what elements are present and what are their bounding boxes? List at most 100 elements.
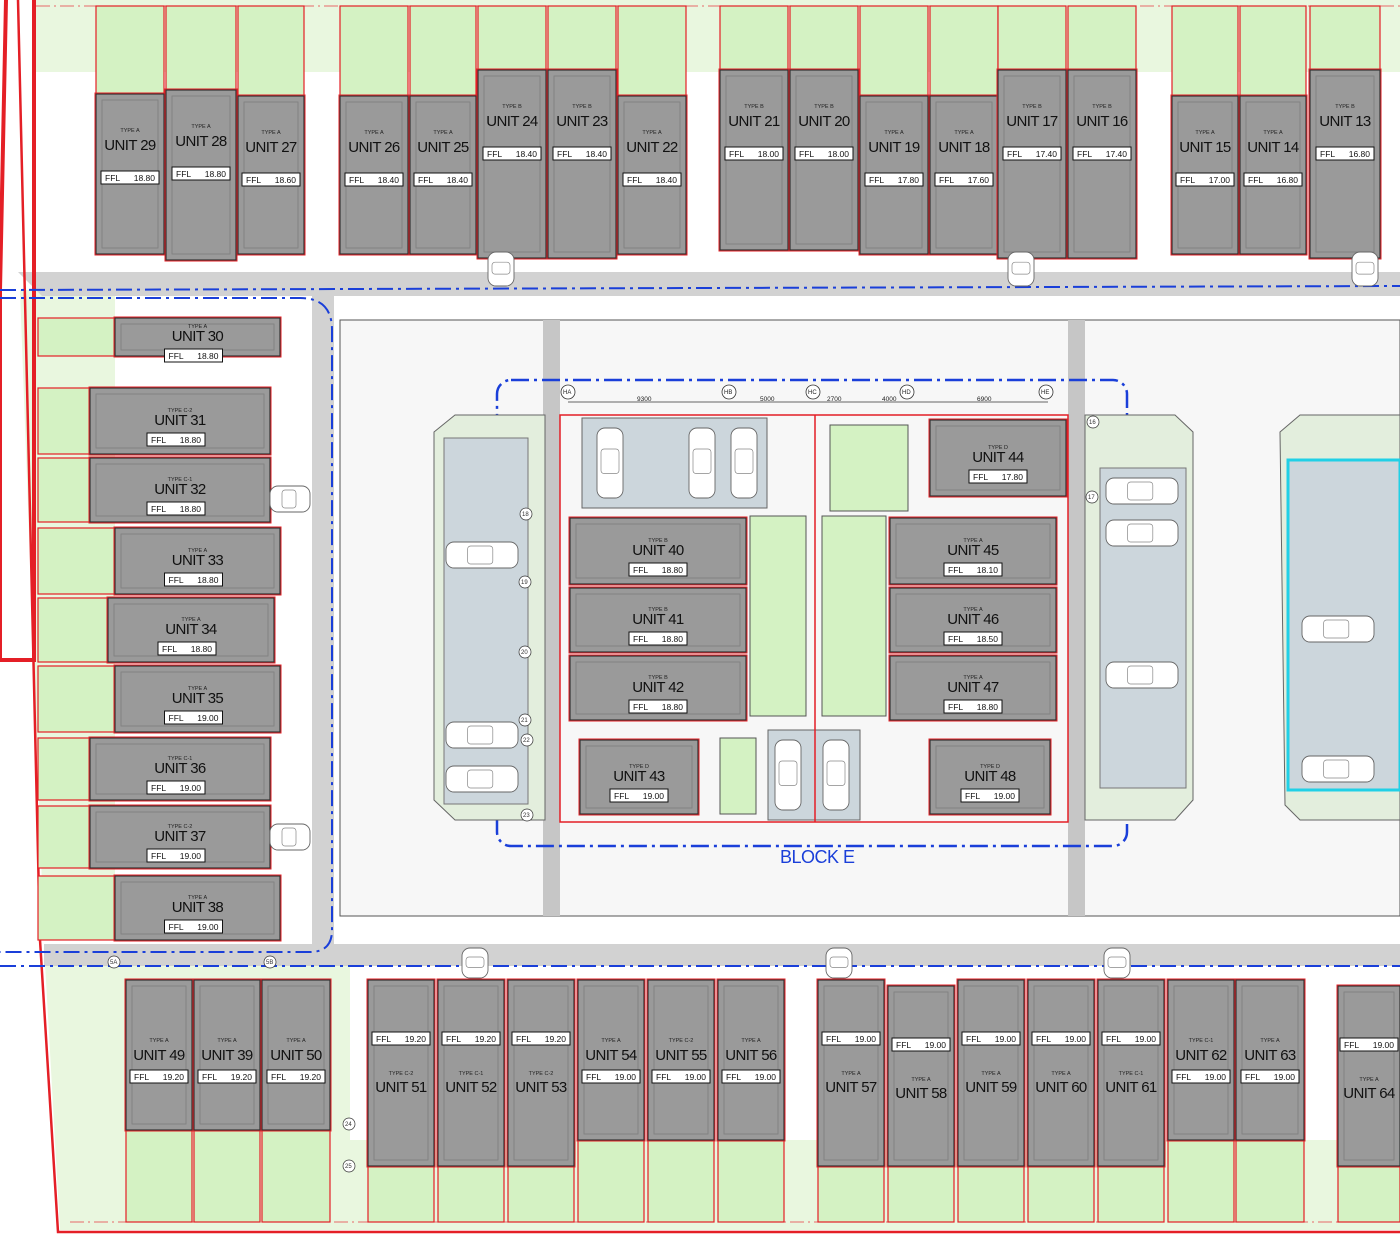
- unit-footprint: [957, 979, 1025, 1167]
- car-icon: [1351, 251, 1379, 287]
- ffl-prefix: FFL: [614, 791, 629, 801]
- unit-type-label: TYPE A: [963, 538, 983, 544]
- site-boundary-west: [16, 0, 1400, 1234]
- ffl-value: 19.00: [1065, 1034, 1087, 1044]
- ffl-prefix: FFL: [869, 175, 884, 185]
- unit-yard: [1027, 1165, 1095, 1223]
- unit-lot-line: [1096, 978, 1166, 1168]
- unit-yard: [957, 1165, 1025, 1223]
- ffl-value: 18.80: [191, 644, 213, 654]
- unit-interior: [1033, 985, 1089, 1161]
- unit-lot-line: [113, 874, 282, 942]
- ffl-box: [821, 1031, 881, 1046]
- ffl-box: [413, 172, 473, 187]
- ffl-box: [146, 780, 206, 795]
- ffl-box: [794, 146, 854, 161]
- lawn-north-e: [829, 424, 909, 512]
- unit-type-label: TYPE A: [981, 1071, 1001, 1077]
- unit-lot-line: [888, 586, 1058, 654]
- ffl-prefix: FFL: [633, 565, 648, 575]
- unit-yard: [477, 5, 547, 71]
- ffl-prefix: FFL: [939, 175, 954, 185]
- unit-type-label: TYPE A: [1263, 130, 1283, 136]
- unit-yard: [929, 5, 999, 97]
- unit-type-label: TYPE B: [648, 538, 668, 544]
- unit-footprint: [507, 979, 575, 1167]
- car-icon: [825, 947, 853, 979]
- unit-type-label: TYPE A: [261, 130, 281, 136]
- unit-lot-line: [816, 978, 886, 1168]
- block-e-red-outline: [559, 414, 1069, 823]
- car-icon: [445, 765, 519, 793]
- service-line-north: [0, 285, 1400, 291]
- unit-interior: [963, 985, 1019, 1161]
- ffl-box: [171, 166, 231, 181]
- unit-interior: [553, 75, 611, 253]
- unit-footprint: [577, 979, 645, 1141]
- unit-lot-line: [1026, 978, 1096, 1168]
- marker-21: 21: [521, 718, 528, 724]
- lawn-court-2: [821, 515, 887, 717]
- unit-interior: [935, 425, 1061, 491]
- unit-footprint: [929, 419, 1067, 497]
- ffl-prefix: FFL: [627, 175, 642, 185]
- unit-footprint: [367, 979, 435, 1167]
- lawn-court-1: [749, 515, 807, 717]
- ffl-box: [864, 172, 924, 187]
- unit-type-label: TYPE A: [188, 686, 208, 692]
- unit-interior: [1073, 75, 1131, 253]
